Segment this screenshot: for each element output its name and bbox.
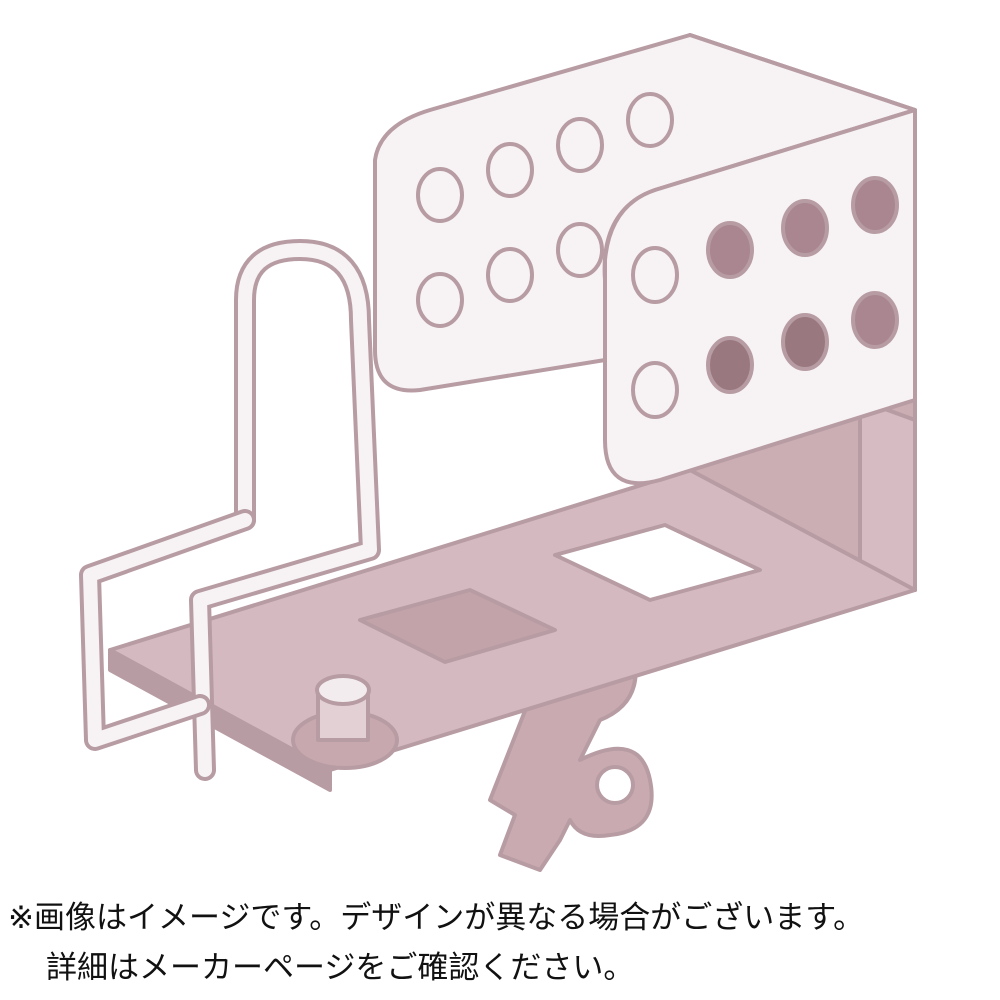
bracket-right-panel <box>603 108 917 486</box>
bolt-icon <box>291 674 399 770</box>
left-panel-holes <box>416 92 674 328</box>
hook-tab-hole <box>595 765 635 805</box>
disclaimer-line-image-note: ※画像はイメージです。デザインが異なる場合がございます。 <box>8 900 865 936</box>
right-panel-holes <box>631 176 899 419</box>
bracket-side-wall <box>858 398 917 592</box>
product-illustration <box>79 33 917 872</box>
bracket-base-plate-edge <box>108 648 332 792</box>
base-square-hole-1 <box>358 588 557 664</box>
base-square-hole-2 <box>553 523 762 602</box>
disclaimer-line-maker-page: 詳細はメーカーページをご確認ください。 <box>46 950 635 986</box>
perforated-bracket-icon <box>79 33 917 872</box>
wire-clamp <box>79 239 381 781</box>
disclaimer-notice: ※画像はイメージです。デザインが異なる場合がございます。 詳細はメーカーページを… <box>0 890 1000 1000</box>
